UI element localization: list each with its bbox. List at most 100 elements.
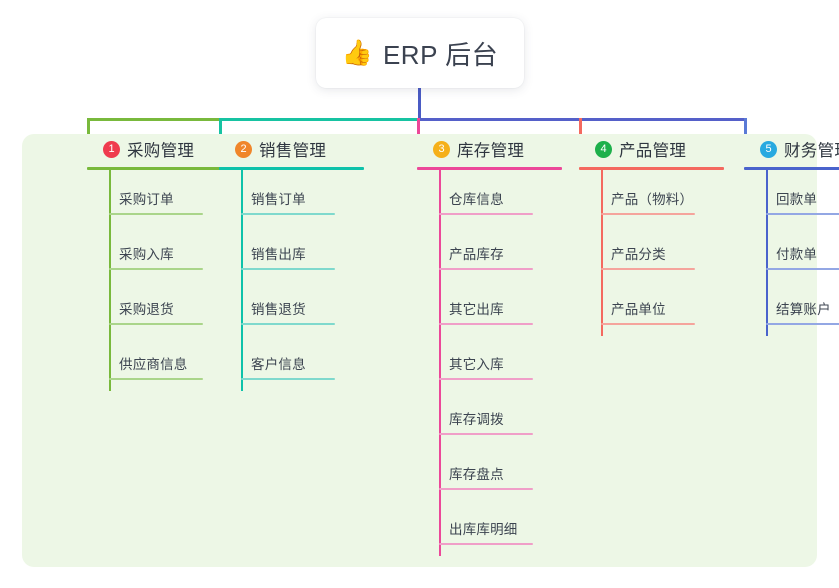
category-spine [439, 169, 441, 556]
menu-item[interactable]: 产品分类 [579, 225, 739, 280]
category-header-1[interactable]: 1 采购管理 [87, 134, 247, 164]
menu-item-underline [109, 268, 203, 270]
menu-item-label: 其它出库 [449, 302, 504, 317]
category-header-5[interactable]: 5 财务管理 [744, 134, 839, 164]
menu-item[interactable]: 付款单 [744, 225, 839, 280]
category-column-5: 5 财务管理回款单付款单结算账户 [744, 134, 839, 336]
menu-item[interactable]: 产品单位 [579, 280, 739, 335]
menu-item-label: 付款单 [776, 247, 818, 262]
menu-item[interactable]: 回款单 [744, 170, 839, 225]
menu-item-label: 产品分类 [611, 247, 666, 262]
menu-item-label: 客户信息 [251, 357, 306, 372]
menu-item-underline [439, 543, 533, 545]
menu-item-underline [109, 378, 203, 380]
category-item-list: 销售订单销售出库销售退货客户信息 [219, 170, 379, 390]
menu-item-underline [241, 378, 335, 380]
root-node-card[interactable]: 👍 ERP 后台 [316, 18, 524, 88]
menu-item-label: 采购入库 [119, 247, 174, 262]
menu-item[interactable]: 供应商信息 [87, 335, 247, 390]
menu-item-label: 库存调拨 [449, 412, 504, 427]
menu-item-label: 销售订单 [251, 192, 306, 207]
category-header-3[interactable]: 3 库存管理 [417, 134, 577, 164]
menu-item-label: 产品库存 [449, 247, 504, 262]
category-spine [109, 169, 111, 391]
menu-item-label: 回款单 [776, 192, 818, 207]
category-title: 财务管理 [784, 142, 839, 160]
category-column-1: 1 采购管理采购订单采购入库采购退货供应商信息 [87, 134, 247, 391]
menu-item[interactable]: 客户信息 [219, 335, 379, 390]
category-number-badge: 1 [103, 140, 120, 158]
category-item-list: 产品（物料） 产品分类产品单位 [579, 170, 739, 335]
menu-item-underline [241, 268, 335, 270]
menu-item-label: 库存盘点 [449, 467, 504, 482]
category-column-4: 4 产品管理产品（物料） 产品分类产品单位 [579, 134, 739, 336]
menu-item-underline [109, 323, 203, 325]
menu-item-underline [601, 213, 695, 215]
menu-item-label: 产品（物料） [611, 192, 694, 207]
menu-item-label: 仓库信息 [449, 192, 504, 207]
category-title: 库存管理 [457, 142, 525, 160]
category-spine [766, 169, 768, 336]
category-number-badge: 5 [760, 140, 777, 158]
menu-item-underline [439, 488, 533, 490]
menu-item[interactable]: 其它出库 [417, 280, 577, 335]
root-node-title: ERP 后台 [382, 39, 499, 70]
menu-item[interactable]: 销售订单 [219, 170, 379, 225]
menu-item-underline [601, 268, 695, 270]
menu-item[interactable]: 库存调拨 [417, 390, 577, 445]
category-number-badge: 2 [235, 140, 252, 158]
menu-item[interactable]: 采购订单 [87, 170, 247, 225]
menu-item-underline [766, 268, 839, 270]
menu-item-underline [241, 323, 335, 325]
bus-segment-left [87, 118, 220, 121]
menu-item-underline [439, 433, 533, 435]
bus-segment-middle [220, 118, 418, 121]
category-underline [417, 167, 562, 170]
bus-segment-right [418, 118, 746, 121]
category-spine [601, 169, 603, 336]
menu-item-underline [766, 213, 839, 215]
menu-item[interactable]: 销售退货 [219, 280, 379, 335]
category-underline [579, 167, 724, 170]
category-underline [87, 167, 232, 170]
menu-item[interactable]: 销售出库 [219, 225, 379, 280]
menu-item[interactable]: 结算账户 [744, 280, 839, 335]
menu-item[interactable]: 采购退货 [87, 280, 247, 335]
menu-item[interactable]: 库存盘点 [417, 445, 577, 500]
category-number-badge: 3 [433, 140, 450, 158]
menu-item-label: 销售出库 [251, 247, 306, 262]
menu-item[interactable]: 仓库信息 [417, 170, 577, 225]
category-header-4[interactable]: 4 产品管理 [579, 134, 739, 164]
menu-item-label: 销售退货 [251, 302, 306, 317]
category-item-list: 回款单付款单结算账户 [744, 170, 839, 335]
menu-item-label: 供应商信息 [119, 357, 188, 372]
category-title: 采购管理 [127, 142, 195, 160]
menu-item[interactable]: 其它入库 [417, 335, 577, 390]
menu-item-label: 采购退货 [119, 302, 174, 317]
menu-item-underline [439, 378, 533, 380]
category-column-3: 3 库存管理仓库信息产品库存其它出库其它入库库存调拨库存盘点出库库明细 [417, 134, 577, 556]
menu-item-underline [439, 268, 533, 270]
menu-item-underline [241, 213, 335, 215]
category-number-badge: 4 [595, 140, 612, 158]
menu-item-underline [109, 213, 203, 215]
menu-item-label: 产品单位 [611, 302, 666, 317]
menu-item-underline [601, 323, 695, 325]
category-item-list: 仓库信息产品库存其它出库其它入库库存调拨库存盘点出库库明细 [417, 170, 577, 555]
menu-item-label: 其它入库 [449, 357, 504, 372]
category-title: 产品管理 [619, 142, 687, 160]
category-spine [241, 169, 243, 391]
root-stem-connector [418, 86, 421, 119]
category-underline [219, 167, 364, 170]
menu-item[interactable]: 产品库存 [417, 225, 577, 280]
category-underline [744, 167, 839, 170]
menu-item[interactable]: 产品（物料） [579, 170, 739, 225]
menu-item[interactable]: 出库库明细 [417, 500, 577, 555]
menu-item[interactable]: 采购入库 [87, 225, 247, 280]
menu-item-label: 出库库明细 [449, 522, 518, 537]
menu-item-underline [439, 213, 533, 215]
menu-item-underline [766, 323, 839, 325]
